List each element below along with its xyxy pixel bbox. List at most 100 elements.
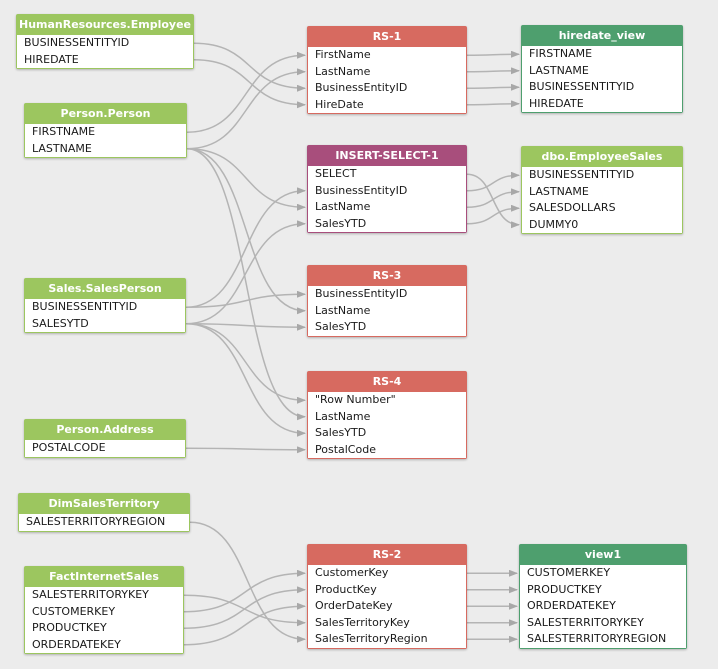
edge-is1.1-to-employeesales.0[interactable] [466,171,520,192]
edge-salesperson.1-to-is1.3[interactable] [185,220,306,325]
field-row-employeesales-2[interactable]: SALESDOLLARS [529,201,616,214]
node-title-factinternetsales[interactable]: FactInternetSales [25,567,183,587]
edge-rs1.2-to-hiredateview.2[interactable] [466,83,520,91]
edge-dimsalesterritory.0-to-rs2.4[interactable] [189,521,306,643]
field-row-person-0[interactable]: FIRSTNAME [32,125,96,138]
edge-rs1.0-to-hiredateview.0[interactable] [466,50,520,58]
field-row-is1-1[interactable]: BusinessEntityID [315,183,408,197]
field-row-rs3-0[interactable]: BusinessEntityID [315,287,408,300]
field-row-employee-0[interactable]: BUSINESSENTITYID [24,36,130,49]
edge-person.1-to-rs3.1[interactable] [186,148,306,315]
field-row-view1-0[interactable]: CUSTOMERKEY [527,566,611,579]
field-row-dimsalesterritory-0[interactable]: SALESTERRITORYREGION [26,515,166,528]
field-row-address-0[interactable]: POSTALCODE [32,441,106,454]
field-row-factinternetsales-3[interactable]: ORDERDATEKEY [32,637,121,651]
edge-factinternetsales.3-to-rs2.2[interactable] [183,602,306,646]
field-row-is1-2[interactable]: LastName [315,200,371,213]
edge-salesperson.1-to-rs3.2[interactable] [185,323,306,331]
field-row-rs1-1[interactable]: LastName [315,64,371,78]
edge-address.0-to-rs4.3[interactable] [185,446,306,454]
field-row-employeesales-3[interactable]: DUMMY0 [529,217,579,231]
field-row-rs3-2[interactable]: SalesYTD [315,320,367,333]
field-row-rs4-3[interactable]: PostalCode [315,442,376,456]
field-row-is1-3[interactable]: SalesYTD [315,216,367,230]
field-row-rs1-3[interactable]: HireDate [315,97,364,111]
field-row-employeesales-1[interactable]: LASTNAME [529,184,589,198]
field-row-salesperson-0[interactable]: BUSINESSENTITYID [32,300,138,313]
field-row-rs4-2[interactable]: SalesYTD [315,426,367,439]
node-title-view1[interactable]: view1 [520,545,686,565]
node-title-rs1[interactable]: RS-1 [308,27,466,47]
edge-rs1.3-to-hiredateview.3[interactable] [466,100,520,108]
edge-is1.3-to-employeesales.2[interactable] [466,204,520,225]
field-row-is1-0[interactable]: SELECT [315,167,357,180]
edge-person.0-to-rs1.0[interactable] [186,51,306,133]
field-row-view1-2[interactable]: ORDERDATEKEY [527,599,616,612]
node-title-rs4[interactable]: RS-4 [308,372,466,392]
field-row-rs2-0[interactable]: CustomerKey [315,566,389,579]
node-title-rs2[interactable]: RS-2 [308,545,466,565]
edge-salesperson.1-to-rs4.0[interactable] [185,323,306,404]
node-title-rs3[interactable]: RS-3 [308,266,466,286]
field-row-view1-1[interactable]: PRODUCTKEY [527,582,602,596]
node-title-person[interactable]: Person.Person [25,104,186,124]
field-row-employeesales-0[interactable]: BUSINESSENTITYID [529,168,635,181]
field-row-factinternetsales-0[interactable]: SALESTERRITORYKEY [32,588,149,601]
field-row-rs2-3[interactable]: SalesTerritoryKey [315,615,410,629]
field-row-rs1-2[interactable]: BusinessEntityID [315,81,408,94]
node-title-dimsalesterritory[interactable]: DimSalesTerritory [19,494,189,514]
field-row-hiredateview-3[interactable]: HIREDATE [529,96,584,110]
field-row-person-1[interactable]: LASTNAME [32,141,92,155]
field-row-rs2-4[interactable]: SalesTerritoryRegion [315,632,428,645]
field-row-rs4-1[interactable]: LastName [315,409,371,423]
edge-person.1-to-rs1.1[interactable] [186,68,306,150]
field-row-rs2-1[interactable]: ProductKey [315,582,377,596]
node-title-address[interactable]: Person.Address [25,420,185,440]
edge-person.1-to-is1.2[interactable] [186,148,306,211]
edge-salesperson.0-to-rs3.0[interactable] [185,290,306,308]
field-row-factinternetsales-2[interactable]: PRODUCTKEY [32,621,107,634]
edge-salesperson.1-to-rs4.2[interactable] [185,323,306,437]
edge-person.1-to-rs4.1[interactable] [186,148,306,421]
field-row-hiredateview-0[interactable]: FIRSTNAME [529,47,593,60]
edge-rs1.1-to-hiredateview.1[interactable] [466,67,520,75]
field-row-hiredateview-1[interactable]: LASTNAME [529,63,589,77]
node-title-employee[interactable]: HumanResources.Employee [17,15,193,35]
edge-employee.0-to-rs1.2[interactable] [193,42,306,92]
field-row-rs1-0[interactable]: FirstName [315,48,371,61]
field-row-view1-4[interactable]: SALESTERRITORYREGION [527,632,667,645]
edge-factinternetsales.1-to-rs2.0[interactable] [183,569,306,613]
field-row-salesperson-1[interactable]: SALESYTD [32,316,89,330]
node-title-hiredateview[interactable]: hiredate_view [522,26,682,46]
field-row-rs4-0[interactable]: "Row Number" [315,393,396,406]
edge-employee.1-to-rs1.3[interactable] [193,59,306,109]
edge-salesperson.0-to-is1.1[interactable] [185,187,306,308]
field-row-view1-3[interactable]: SALESTERRITORYKEY [527,615,644,629]
node-title-salesperson[interactable]: Sales.SalesPerson [25,279,185,299]
node-title-is1[interactable]: INSERT-SELECT-1 [308,146,466,166]
edge-factinternetsales.2-to-rs2.1[interactable] [183,586,306,629]
field-row-factinternetsales-1[interactable]: CUSTOMERKEY [32,604,116,618]
field-row-rs2-2[interactable]: OrderDateKey [315,599,393,612]
node-body-employeesales: BUSINESSENTITYID LASTNAME SALESDOLLARS DUMM… [522,167,682,233]
node-title-employeesales[interactable]: dbo.EmployeeSales [522,147,682,167]
field-row-rs3-1[interactable]: LastName [315,303,371,317]
edge-is1.2-to-employeesales.1[interactable] [466,188,520,208]
field-row-hiredateview-2[interactable]: BUSINESSENTITYID [529,80,635,93]
field-row-employee-1[interactable]: HIREDATE [24,52,79,66]
